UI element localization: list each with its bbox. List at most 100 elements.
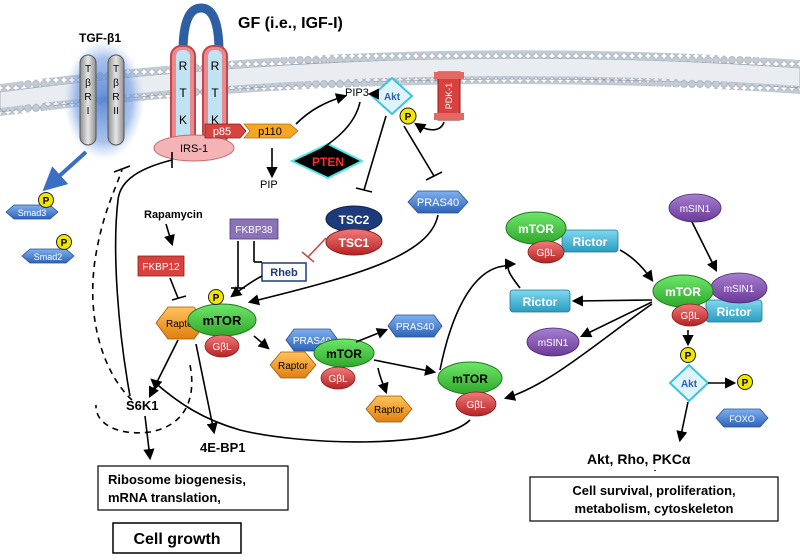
- mtor-bound-node: [313, 338, 375, 368]
- svg-text:R: R: [84, 92, 91, 103]
- raptor-bound-node: [269, 351, 317, 379]
- phospho-akt-membrane: P: [399, 107, 417, 125]
- svg-text:T: T: [211, 86, 219, 100]
- tbr2-label: T β R II: [112, 64, 119, 117]
- tgf-beta-receptor-complex: T β R I T β R II: [64, 40, 144, 160]
- svg-text:FOXO: FOXO: [729, 414, 755, 424]
- p85-label: p85: [213, 126, 231, 138]
- svg-text:P: P: [43, 196, 50, 207]
- msin1-free-node: mSIN1: [526, 327, 580, 357]
- svg-text:mSIN1: mSIN1: [680, 204, 711, 215]
- svg-text:II: II: [113, 106, 119, 117]
- svg-text:I: I: [87, 106, 90, 117]
- svg-text:β: β: [113, 78, 119, 89]
- mtorc1-complex: Raptor mTOR GβL P: [155, 289, 257, 358]
- svg-text:mTOR: mTOR: [326, 347, 362, 361]
- akt-lower-node: Akt: [668, 363, 710, 403]
- svg-text:PRAS40: PRAS40: [396, 322, 435, 333]
- svg-text:R: R: [112, 92, 119, 103]
- svg-text:T: T: [85, 64, 91, 75]
- tsc1-node: TSC1: [325, 228, 383, 256]
- svg-text:TSC1: TSC1: [339, 236, 370, 250]
- tgf-beta1-label: TGF-β1: [79, 31, 121, 45]
- pten-node: PTEN: [289, 142, 365, 180]
- svg-text:mTOR: mTOR: [665, 285, 701, 299]
- svg-text:Rictor: Rictor: [523, 295, 558, 309]
- svg-text:P: P: [213, 293, 220, 304]
- irs1-node: [153, 134, 235, 162]
- rapamycin-label: Rapamycin: [144, 209, 203, 221]
- gbl-node: [204, 334, 240, 358]
- gbl-label: GβL: [212, 342, 232, 353]
- fkbp12-node: FKBP12: [137, 255, 185, 277]
- mtor-label: mTOR: [203, 313, 242, 328]
- phospho-akt-lower: P: [680, 347, 696, 363]
- pathway-edges: [42, 88, 737, 471]
- svg-text:Smad2: Smad2: [34, 252, 63, 262]
- rictor-free-node: Rictor: [509, 289, 571, 313]
- svg-text:Rictor: Rictor: [717, 305, 752, 319]
- ribosome-output-box: Ribosome biogenesis, mRNA translation,: [97, 465, 289, 511]
- pdk1-label: PDK-1: [444, 83, 454, 110]
- svg-text:PTEN: PTEN: [312, 155, 344, 169]
- rtk-receptor: R T K R T K: [170, 3, 228, 147]
- svg-text:Raptor: Raptor: [374, 405, 405, 416]
- svg-text:R: R: [211, 59, 220, 73]
- mtorc1-pras40-complex: PRAS40 Raptor mTOR GβL: [269, 328, 375, 390]
- tbr1-label: T β R I: [84, 64, 91, 117]
- foxo-node: FOXO: [715, 408, 769, 428]
- p110-label: p110: [258, 126, 282, 138]
- mtorc2-partial-complex: Rictor mTOR GβL: [505, 211, 619, 264]
- msin1-top-node: mSIN1: [668, 193, 722, 223]
- svg-text:β: β: [85, 78, 91, 89]
- svg-text:GβL: GβL: [680, 311, 700, 322]
- pip3-label: PIP3: [345, 87, 369, 99]
- svg-text:FKBP38: FKBP38: [235, 225, 273, 236]
- svg-text:Akt: Akt: [681, 379, 698, 390]
- svg-text:Ribosome biogenesis,: Ribosome biogenesis,: [108, 472, 246, 487]
- svg-text:Smad3: Smad3: [18, 208, 47, 218]
- cell-survival-box: Cell survival, proliferation, metabolism…: [529, 476, 779, 522]
- fkbp38-node: FKBP38: [229, 218, 279, 240]
- pras40-released-node: PRAS40: [387, 314, 443, 338]
- svg-text:P: P: [405, 112, 412, 123]
- raptor-released-node: Raptor: [365, 395, 413, 423]
- svg-text:T: T: [113, 64, 119, 75]
- mtor-gbl-free-complex: mTOR GβL: [437, 361, 503, 417]
- svg-text:Akt: Akt: [384, 92, 401, 103]
- svg-text:P: P: [685, 351, 692, 362]
- raptor-label: Raptor: [166, 319, 197, 330]
- tsc2-node: TSC2: [325, 205, 383, 233]
- svg-text:R: R: [179, 59, 188, 73]
- svg-text:mTOR: mTOR: [518, 222, 554, 236]
- phospho-smad2: P: [56, 234, 72, 250]
- smad2-node: Smad2: [21, 248, 75, 264]
- svg-text:P: P: [61, 238, 68, 249]
- growth-factor-label: GF (i.e., IGF-I): [238, 15, 343, 32]
- svg-text:mTOR: mTOR: [452, 372, 488, 386]
- pdk1-node: PDK-1: [434, 71, 464, 121]
- p110-node: [243, 123, 299, 139]
- svg-text:metabolism, cytoskeleton: metabolism, cytoskeleton: [575, 501, 734, 516]
- svg-text:GβL: GβL: [328, 374, 348, 385]
- akt-rho-pkc-label: Akt, Rho, PKCα: [587, 451, 691, 467]
- svg-text:mSIN1: mSIN1: [724, 284, 755, 295]
- svg-text:mSIN1: mSIN1: [538, 338, 569, 349]
- p85-node: [204, 123, 247, 139]
- pip-label: PIP: [260, 179, 278, 191]
- svg-text:Raptor: Raptor: [278, 361, 309, 372]
- svg-text:TSC2: TSC2: [339, 213, 370, 227]
- svg-text:P: P: [742, 378, 749, 389]
- phospho-mtor: [208, 289, 224, 305]
- svg-text:GβL: GβL: [536, 248, 556, 259]
- mtorc2-complex: Rictor mSIN1 mTOR GβL: [652, 272, 768, 327]
- phospho-foxo: P: [737, 374, 753, 390]
- svg-text:K: K: [211, 113, 219, 127]
- svg-text:Rheb: Rheb: [270, 267, 298, 279]
- svg-text:FKBP12: FKBP12: [142, 262, 180, 273]
- 4ebp1-label: 4E-BP1: [200, 440, 246, 455]
- svg-text:PRAS40: PRAS40: [293, 336, 332, 347]
- gbl-bound-node: [320, 366, 356, 390]
- svg-text:Cell survival, proliferation,: Cell survival, proliferation,: [572, 483, 735, 498]
